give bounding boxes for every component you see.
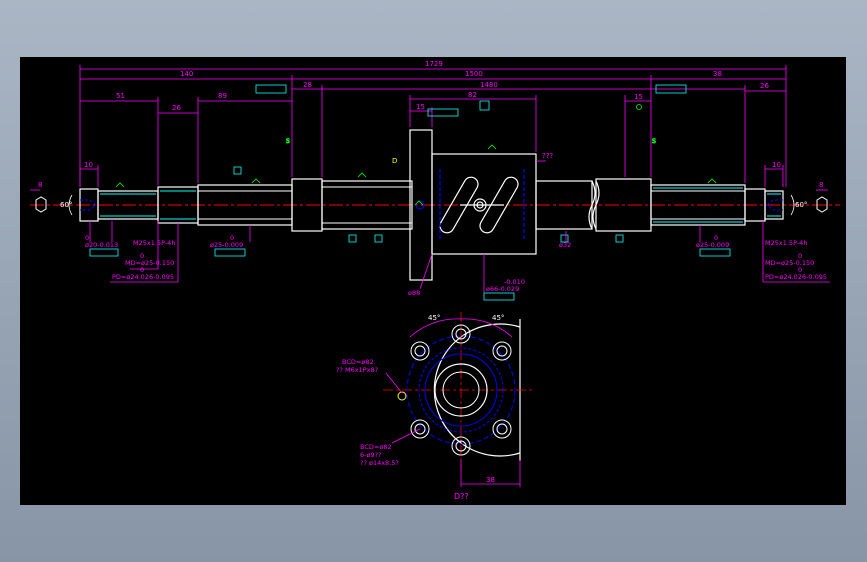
bcd-top: BCD=ø82: [342, 358, 374, 366]
top-dimensions: 1729 140 1500 38 51 26 89 28 1480 82 15 …: [79, 60, 787, 187]
tapped-hole-icon: [397, 391, 407, 401]
pd-right: PD=ø24.026-0.095: [765, 273, 827, 281]
bcd-bottom: BCD=ø82: [360, 443, 392, 451]
dim-8-right: 8: [819, 181, 823, 189]
dim-10-right: 10: [772, 161, 781, 169]
right-hex-end: 8 60°: [790, 181, 828, 216]
dim-45-b: 45°: [492, 314, 504, 322]
center-holes: [80, 199, 783, 211]
dim-1500: 1500: [465, 70, 483, 78]
m25-right: M25x1.5P-4h: [765, 239, 807, 247]
md-left: MD=ø25-0.150: [125, 259, 174, 267]
flange-end-view: 45° 45° 38: [383, 312, 532, 487]
phi25-right: ø25-0.009: [696, 241, 729, 249]
dim-82: 82: [468, 91, 477, 99]
phi20-zero: 0: [85, 234, 89, 242]
thread-lines: [100, 187, 781, 223]
dim-phi88: ø88: [408, 289, 420, 297]
dim-28: 28: [303, 81, 312, 89]
ballscrew-drawing: 8 60° 8 60°: [30, 60, 840, 501]
pd-left: PD=ø24.026-0.095: [112, 273, 174, 281]
bcd-bottom-sub2: ?? ø14x8.5?: [360, 459, 399, 467]
pd-right-zero: 0: [798, 266, 802, 274]
md-left-zero: 0: [140, 252, 144, 260]
dim-89: 89: [218, 92, 227, 100]
view-label: D??: [454, 492, 469, 501]
dim-26-right: 26: [760, 82, 769, 90]
flange-hole-icon: [415, 200, 425, 210]
phi25-right-zero: 0: [714, 234, 718, 242]
dim-26-left: 26: [172, 104, 181, 112]
phi20-tolerance: ø20-0.013: [85, 241, 118, 249]
dim-60-left: 60°: [60, 201, 72, 209]
svg-text:S: S: [286, 138, 290, 145]
md-right-zero: 0: [798, 252, 802, 260]
pd-left-zero: 0: [140, 266, 144, 274]
bottom-callouts: 0 ø20-0.013 M25x1.5P-4h 0 MD=ø25-0.150 0…: [85, 221, 830, 297]
phi25-left: ø25-0.009: [210, 241, 243, 249]
shaft-outline: [79, 129, 784, 281]
dim-15-left: 15: [416, 103, 425, 111]
surface-finish-marks: S S: [115, 104, 717, 206]
label-question: ???: [542, 152, 553, 160]
cad-drawing-area[interactable]: 8 60° 8 60°: [20, 57, 846, 505]
dim-1480: 1480: [480, 81, 498, 89]
phi66-lower: ø66-0.029: [486, 285, 519, 293]
md-right: MD=ø25-0.150: [765, 259, 814, 267]
dim-1729: 1729: [425, 60, 443, 68]
nut-logo-icon: [439, 176, 519, 234]
label-d: D: [392, 157, 397, 165]
phi66-upper: -0.010: [504, 278, 525, 286]
bcd-bottom-sub: 6-ø9??: [360, 451, 382, 459]
dim-15-right: 15: [634, 93, 643, 101]
bcd-top-sub: ?? M6x1Px8?: [336, 366, 378, 374]
flange-callouts: BCD=ø82 ?? M6x1Px8? BCD=ø82 6-ø9?? ?? ø1…: [336, 358, 399, 467]
dim-60-right: 60°: [795, 201, 807, 209]
tolerance-frames: [89, 84, 731, 301]
dim-8-left: 8: [38, 181, 42, 189]
dim-38: 38: [486, 476, 495, 484]
phi25-left-zero: 0: [230, 234, 234, 242]
dim-38: 38: [713, 70, 722, 78]
dim-51: 51: [116, 92, 125, 100]
dim-phi32: ø32: [559, 241, 571, 249]
svg-text:S: S: [652, 138, 656, 145]
left-hex-end: 8 60°: [30, 181, 72, 216]
m25-left: M25x1.5P-4h: [133, 239, 175, 247]
dim-10-left: 10: [84, 161, 93, 169]
nut-hidden-lines: [439, 169, 525, 241]
dim-140: 140: [180, 70, 193, 78]
shaft-inner-lines: [198, 186, 745, 224]
dim-45-a: 45°: [428, 314, 440, 322]
